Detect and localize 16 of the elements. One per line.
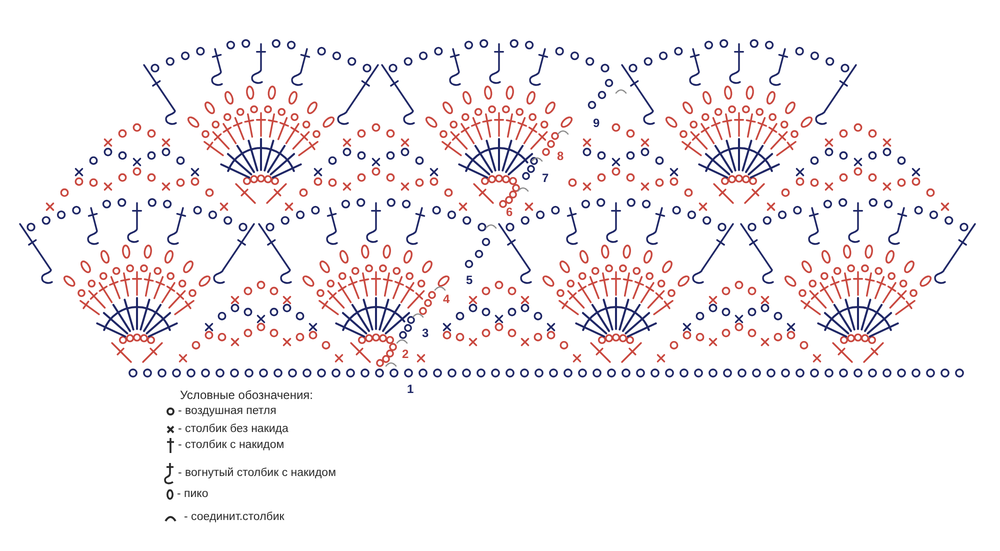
row-number: 2 [402, 348, 409, 361]
row-number: 1 [407, 383, 414, 396]
legend-label: - пико [177, 488, 208, 500]
row-number: 4 [443, 293, 450, 306]
row-number: 9 [593, 117, 600, 130]
legend-title: Условные обозначения: [180, 388, 313, 402]
legend-label: - вогнутый столбик с накидом [178, 466, 336, 480]
legend-label: - воздушная петля [178, 404, 276, 418]
row-number: 3 [422, 327, 429, 340]
legend-label: - соединит.столбик [184, 511, 284, 524]
legend-label: - столбик с накидом [178, 438, 284, 452]
row-number: 6 [506, 206, 513, 219]
row-number: 8 [557, 150, 564, 163]
legend-label: - столбик без накида [178, 422, 288, 436]
row-number: 7 [542, 172, 549, 185]
row-number: 5 [466, 274, 473, 287]
